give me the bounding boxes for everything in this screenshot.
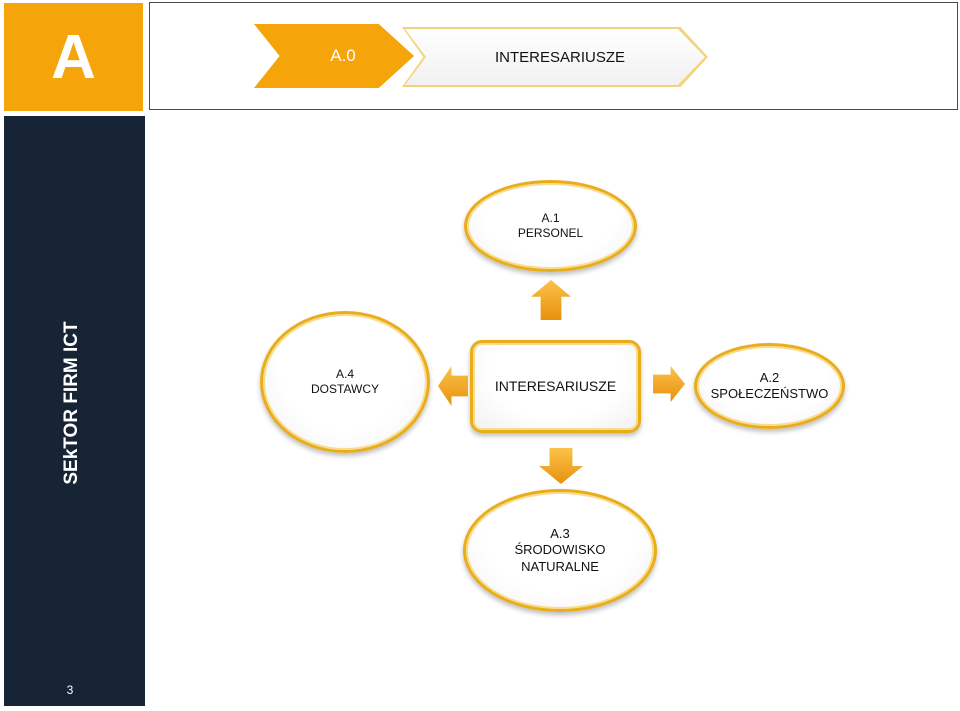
- node-personel-code: A.1: [541, 211, 560, 225]
- page-number: 3: [66, 683, 74, 697]
- section-letter-tile: A: [4, 3, 143, 111]
- sidebar: [4, 116, 145, 706]
- section-code: A.0: [330, 46, 356, 65]
- node-dostawcy: A.4 DOSTAWCY: [260, 311, 430, 453]
- sidebar-title: SEkTOR FIRM ICT: [61, 321, 82, 485]
- node-spoleczenstwo: A.2 SPOŁECZEŃSTWO: [694, 343, 845, 429]
- node-srodowisko: A.3 ŚRODOWISKO NATURALNE: [463, 489, 657, 612]
- node-dostawcy-code: A.4: [335, 367, 354, 381]
- node-personel: A.1 PERSONEL: [464, 180, 637, 272]
- node-center-label: INTERESARIUSZE: [494, 377, 617, 394]
- section-title-chevron: INTERESARIUSZE: [405, 29, 705, 85]
- node-srodowisko-label-line2: NATURALNE: [521, 558, 599, 574]
- node-dostawcy-label: DOSTAWCY: [311, 382, 379, 396]
- arrow-up-icon: [531, 280, 571, 320]
- arrow-right-icon: [653, 366, 685, 402]
- node-srodowisko-label-line1: ŚRODOWISKO: [514, 542, 606, 558]
- node-center-interesariusze: INTERESARIUSZE: [470, 340, 641, 433]
- section-code-chevron: A.0: [254, 24, 414, 88]
- arrow-down-icon: [539, 448, 583, 484]
- node-spoleczenstwo-code: A.2: [759, 369, 780, 385]
- node-srodowisko-code: A.3: [550, 526, 570, 542]
- node-personel-label: PERSONEL: [517, 226, 584, 240]
- arrow-left-icon: [438, 366, 468, 406]
- node-spoleczenstwo-label: SPOŁECZEŃSTWO: [710, 386, 829, 401]
- section-letter: A: [51, 22, 96, 92]
- section-title: INTERESARIUSZE: [494, 48, 626, 66]
